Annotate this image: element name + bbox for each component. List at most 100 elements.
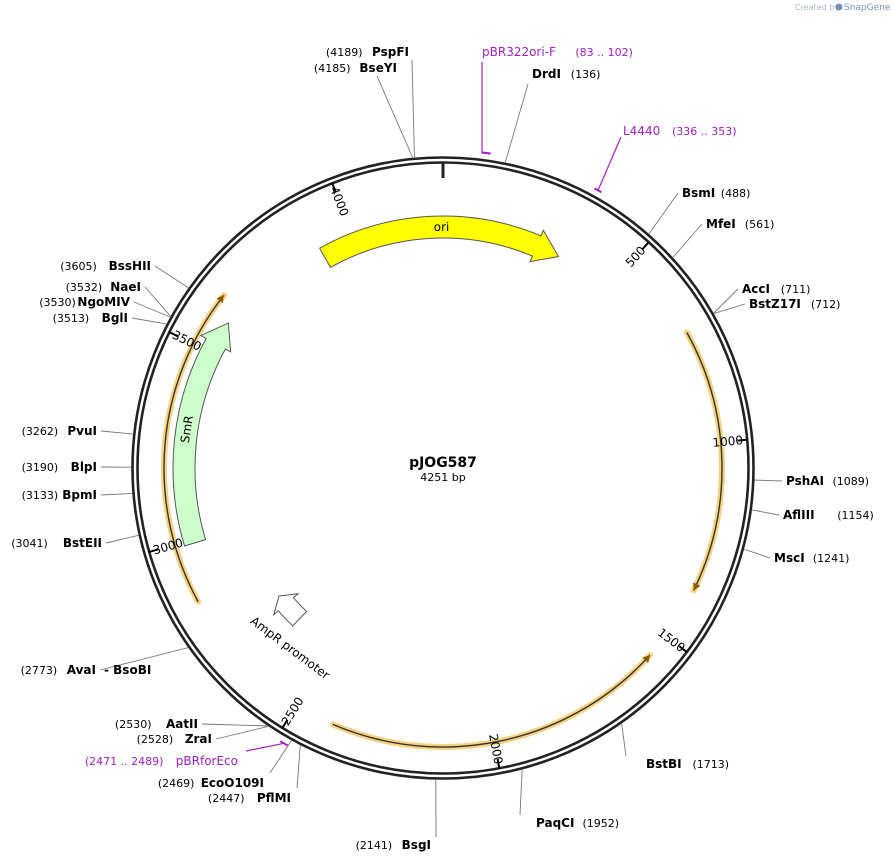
- tick-4000: 4000: [327, 182, 351, 218]
- site-leader-line: [144, 286, 171, 317]
- site-bstz17i[interactable]: BstZ17I(712): [713, 297, 840, 314]
- site-leader-line: [672, 223, 703, 258]
- site-extra-name: - BsoBI: [104, 663, 151, 677]
- site-leader-line: [154, 265, 189, 289]
- site-bstbi[interactable]: BstBI (1713): [621, 723, 730, 771]
- site-leader-line: [100, 493, 133, 496]
- site-position: (3605): [60, 260, 97, 273]
- tick-1000: 1000: [712, 433, 748, 450]
- site-name: PspFI: [372, 45, 409, 59]
- site-ecoo109i[interactable]: EcoO109I(2469): [158, 740, 292, 790]
- site-name: BseYI: [359, 61, 397, 75]
- feature-smr[interactable]: SmR: [172, 322, 232, 547]
- feature-ampr-promoter[interactable]: AmpR promoter: [248, 593, 333, 683]
- site-position: (1713): [693, 758, 730, 771]
- primer-l4440[interactable]: L4440(336 .. 353): [594, 124, 737, 194]
- site-position: (2447): [208, 792, 245, 805]
- site-leader-line: [713, 288, 739, 314]
- site-leader-line: [105, 534, 139, 544]
- site-bsgi[interactable]: BsgI(2141): [356, 779, 437, 852]
- site-bsmi[interactable]: BsmI (488): [648, 186, 751, 234]
- site-position: (136): [571, 68, 601, 81]
- site-pshai[interactable]: PshAI(1089): [754, 474, 869, 488]
- site-name: PshAI: [786, 474, 824, 488]
- site-zrai[interactable]: ZraI(2528): [137, 725, 269, 746]
- tick-label: 2500: [279, 695, 307, 728]
- site-position: (3041): [11, 537, 48, 550]
- site-bsteii[interactable]: BstEII(3041): [11, 534, 139, 550]
- site-leader-line: [201, 723, 268, 727]
- primer-pbr322ori-f[interactable]: pBR322ori-F (83 .. 102): [481, 45, 633, 155]
- site-naei[interactable]: NaeI(3532): [66, 280, 171, 317]
- primer-range: (336 .. 353): [672, 125, 737, 138]
- primer-leader-line: [245, 742, 285, 752]
- primer-range: (83 .. 102): [575, 46, 633, 59]
- site-bsshii[interactable]: BssHII(3605): [60, 259, 189, 289]
- tick-label: 1500: [655, 625, 688, 655]
- site-aatii[interactable]: AatII (2530): [115, 717, 268, 731]
- snapgene-logo-icon: [835, 3, 843, 11]
- tick-2500: 2500: [279, 695, 307, 729]
- primer-name: pBR322ori-F: [482, 45, 556, 59]
- site-bgli[interactable]: BglI(3513): [53, 311, 167, 325]
- site-leader-line: [269, 740, 292, 774]
- site-position: (488): [721, 187, 751, 200]
- site-leader-line: [752, 509, 780, 516]
- site-position: (2469): [158, 777, 195, 790]
- site-acci[interactable]: AccI (711): [713, 282, 811, 314]
- plasmid-name: pJOG587: [409, 455, 477, 471]
- site-leader-line: [100, 430, 133, 435]
- site-name: PvuI: [67, 424, 97, 438]
- primer-name: pBRforEco: [176, 754, 238, 768]
- site-bpmi[interactable]: BpmI(3133): [22, 488, 133, 502]
- site-bseyi[interactable]: BseYI(4185): [314, 61, 414, 158]
- site-name: AvaI: [67, 663, 96, 677]
- orf-arc[interactable]: [683, 329, 725, 594]
- site-name: DrdI: [532, 67, 561, 81]
- tick-label: 2000: [486, 733, 505, 766]
- site-position: (2530): [115, 718, 152, 731]
- site-avai[interactable]: AvaI (2773) - BsoBI: [21, 647, 189, 677]
- site-leader-line: [621, 723, 627, 757]
- site-name: AatII: [166, 717, 198, 731]
- feature-label: SmR: [178, 414, 196, 443]
- site-ngomiv[interactable]: NgoMIV(3530): [39, 295, 171, 318]
- site-mfei[interactable]: MfeI(561): [672, 217, 774, 258]
- site-name: NgoMIV: [77, 295, 130, 309]
- site-afliii[interactable]: AflIII(1154): [752, 508, 874, 522]
- primer-leader-line: [481, 62, 487, 154]
- snapgene-credit[interactable]: Created by SnapGene: [795, 3, 891, 13]
- orf-arc[interactable]: [161, 292, 227, 605]
- site-blpi[interactable]: BlpI(3190): [22, 460, 132, 474]
- site-msci[interactable]: MscI(1241): [744, 548, 850, 565]
- site-pflmi[interactable]: PflMI(2447): [208, 745, 301, 805]
- site-name: NaeI: [110, 280, 141, 294]
- tick-label: 1000: [712, 433, 744, 450]
- site-leader-line: [519, 769, 523, 816]
- site-drdi[interactable]: DrdI (136): [504, 67, 601, 163]
- site-position: (1952): [583, 817, 620, 830]
- feature-ori[interactable]: ori: [318, 215, 560, 269]
- site-paqci[interactable]: PaqCI (1952): [519, 769, 620, 830]
- site-leader-line: [215, 725, 269, 740]
- site-name: BstBI: [646, 757, 682, 771]
- site-pvui[interactable]: PvuI(3262): [22, 424, 133, 438]
- site-name: AccI: [742, 282, 770, 296]
- orf-arc[interactable]: [329, 652, 653, 750]
- site-position: (1154): [837, 509, 874, 522]
- primer-pbrforeco[interactable]: pBRforEco(2471 .. 2489): [85, 740, 289, 768]
- site-position: (1241): [813, 552, 850, 565]
- tick-500: 500: [623, 241, 650, 270]
- site-name: PaqCI: [536, 816, 574, 830]
- orf-arrowhead-icon: [693, 582, 701, 591]
- orf-arcs: [161, 292, 725, 750]
- site-position: (2528): [137, 733, 174, 746]
- site-position: (711): [781, 283, 811, 296]
- site-leader-line: [131, 317, 167, 325]
- site-name: BsmI: [682, 186, 715, 200]
- site-leader-line: [648, 192, 679, 234]
- backbone-outer-ring: [131, 156, 755, 780]
- site-pspfi[interactable]: PspFI(4189): [326, 45, 415, 158]
- site-position: (2773): [21, 664, 58, 677]
